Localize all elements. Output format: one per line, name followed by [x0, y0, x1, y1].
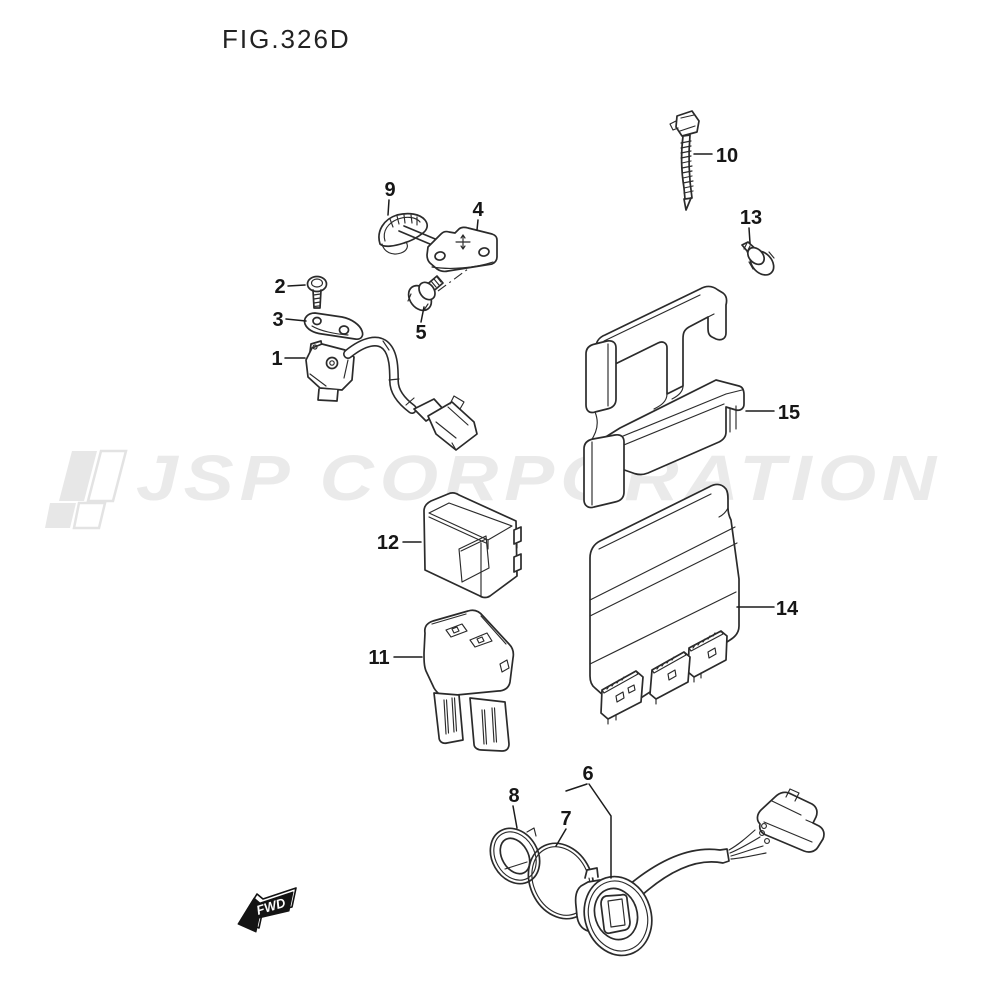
part-1-drawing-sensor: [305, 336, 478, 451]
leader-part-5: [420, 306, 425, 323]
part-15-drawing-bracket: [583, 285, 745, 509]
part-1-label: 1: [271, 348, 282, 370]
leader-part-8: [512, 805, 518, 829]
part-10-drawing-cable-tie: [669, 110, 700, 211]
part-10-label: 10: [716, 145, 738, 167]
part-7-label: 7: [560, 808, 571, 830]
part-4-label: 4: [472, 199, 484, 221]
part-14-label: 14: [776, 598, 799, 620]
figure-title: FIG.326D: [222, 24, 351, 54]
leader-part-7: [555, 828, 567, 847]
part-5-label: 5: [415, 322, 426, 344]
part-9-label: 9: [384, 179, 395, 201]
jsp-logo-mark-solid-small: [45, 503, 76, 528]
part-3-label: 3: [272, 309, 283, 331]
part-11-drawing-relay: [423, 609, 515, 752]
leader-lines: [284, 153, 775, 879]
fwd-arrow-body: [237, 891, 294, 933]
part-12-label: 12: [377, 532, 399, 554]
part-15-label: 15: [778, 402, 800, 424]
jsp-logo-mark-outline: [86, 449, 128, 503]
leader-part-9: [387, 199, 390, 216]
part-4-drawing-bracket: [426, 226, 498, 292]
part-8-drawing-bezel: [489, 827, 541, 885]
part-13-label: 13: [740, 207, 762, 229]
jsp-logo-mark-solid: [59, 451, 97, 501]
leader-part-6: [565, 783, 612, 879]
part-13-drawing-bolt: [741, 241, 775, 276]
part-8-label: 8: [508, 785, 519, 807]
leader-part-3: [285, 318, 307, 322]
leader-part-4: [476, 219, 479, 231]
part-6-label: 6: [582, 763, 593, 785]
part-2-label: 2: [274, 276, 285, 298]
watermark-text: JSP CORPORATION: [136, 442, 942, 514]
fwd-arrow: FWD: [237, 887, 297, 933]
watermark: JSP CORPORATION: [45, 442, 942, 530]
part-12-drawing-case: [423, 492, 522, 599]
part-14-drawing-control-unit: [589, 483, 740, 725]
leader-part-13: [748, 227, 751, 244]
jsp-logo-mark-outline-small: [72, 501, 107, 530]
part-5-drawing-bolt: [407, 275, 444, 312]
part-labels: 1 2 3 4 5 6 7 8 9 10 11 12 13 14 15: [271, 145, 800, 830]
part-11-label: 11: [368, 647, 389, 669]
part-3-drawing-bracket-arm: [303, 312, 364, 340]
leader-part-2: [287, 284, 306, 287]
part-6-drawing-socket-assembly: [574, 788, 825, 957]
part-2-drawing-screw: [306, 275, 328, 309]
